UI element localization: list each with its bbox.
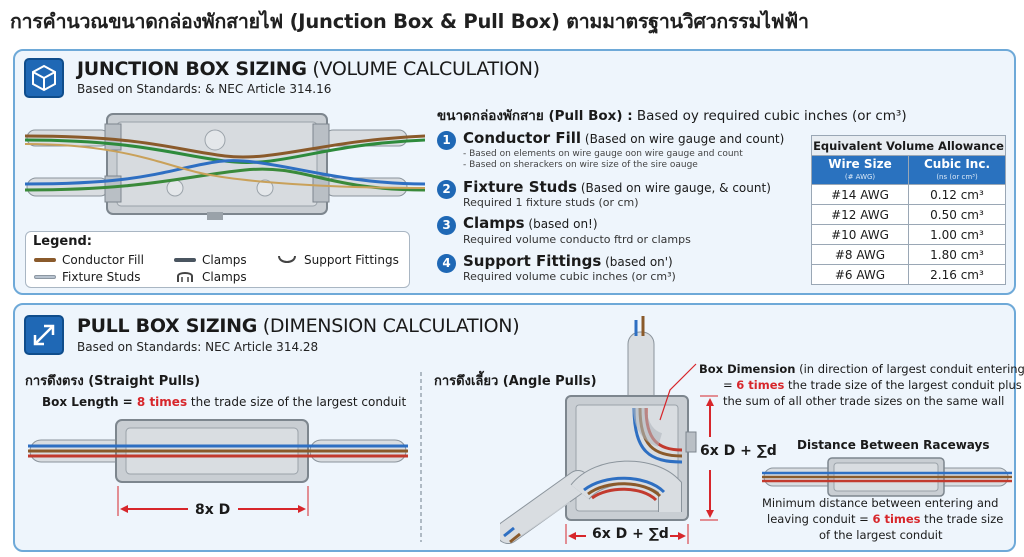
clamp-icon: [177, 272, 193, 282]
item-4-line-1: Required volume cubic inches (or cm³): [463, 270, 676, 283]
table-header-wire-size: Wire Size(# AWG): [811, 155, 909, 185]
legend-item-support-fittings: Support Fittings: [276, 253, 399, 267]
clamp-bar-swatch: [174, 258, 196, 262]
raceway-illustration: [762, 457, 1012, 497]
table-header-cubic: Cubic Inc.(ns (or cm³): [908, 155, 1006, 185]
diagonal-arrows-icon: [24, 315, 64, 355]
item-number-4: 4: [437, 254, 456, 273]
angle-pulls-title: การดึงเลี้ยว (Angle Pulls): [434, 374, 597, 389]
straight-pull-illustration: [28, 419, 408, 516]
raceway-line-1: Minimum distance between entering and: [762, 496, 999, 510]
pull-heading: PULL BOX SIZING (DIMENSION CALCULATION): [77, 315, 520, 337]
legend-item-fixture-studs: Fixture Studs: [34, 270, 140, 284]
junction-box-illustration: [25, 113, 425, 220]
straight-pulls-title: การดึงตรง (Straight Pulls): [25, 374, 201, 389]
item-number-2: 2: [437, 180, 456, 199]
volume-allowance-table: Equivalent Volume Allowance Wire Size(# …: [811, 135, 1006, 285]
pull-standards: Based on Standards: NEC Article 314.28: [77, 340, 319, 354]
junction-standards: Based on Standards: & NEC Article 314.16: [77, 82, 332, 96]
angle-dim-horizontal: 6x D + ∑d: [592, 526, 669, 542]
section-divider: [420, 372, 422, 542]
raceway-line-3: of the largest conduit: [819, 528, 943, 542]
support-fitting-icon: [278, 255, 296, 263]
stud-swatch: [34, 275, 56, 279]
item-fixture-studs: Fixture Studs (Based on wire gauge, & co…: [463, 178, 771, 196]
item-clamps: Clamps (based on!): [463, 214, 598, 232]
cube-icon: [24, 58, 64, 98]
angle-dim-vertical: 6x D + ∑d: [700, 443, 777, 459]
item-3-line-1: Required volume conducto ftrd or clamps: [463, 233, 691, 246]
item-number-1: 1: [437, 131, 456, 150]
legend-title: Legend:: [33, 234, 92, 249]
junction-heading: JUNCTION BOX SIZING (VOLUME CALCULATION): [77, 58, 540, 80]
box-dimension-line-1: Box Dimension (in direction of largest c…: [699, 362, 1024, 376]
box-dimension-line-3: the sum of all other trade sizes on the …: [723, 394, 1005, 408]
raceway-title: Distance Between Raceways: [797, 438, 990, 452]
legend-item-clamps: Clamps: [174, 253, 247, 267]
item-number-3: 3: [437, 216, 456, 235]
item-support-fittings: Support Fittings (based on'): [463, 252, 673, 270]
item-conductor-fill: Conductor Fill (Based on wire gauge and …: [463, 129, 785, 147]
straight-pulls-rule: Box Length = 8 times the trade size of t…: [42, 395, 407, 409]
legend: Legend: Conductor Fill Clamps Support Fi…: [25, 231, 410, 288]
item-1-line-1: - Based on elements on wire gauge oon wi…: [463, 149, 743, 159]
box-dimension-line-2: = 6 times the trade size of the largest …: [723, 378, 1022, 392]
table-caption: Equivalent Volume Allowance: [811, 135, 1006, 156]
straight-dim-label: 8x D: [195, 502, 231, 518]
brown-wire-swatch: [34, 258, 56, 262]
angle-pull-illustration: [500, 316, 718, 544]
pull-box-subtitle: ขนาดกล่องพักสาย (Pull Box) : Based oy re…: [437, 108, 907, 124]
page-title: การคำนวณขนาดกล่องพักสายไฟ (Junction Box …: [10, 10, 809, 33]
legend-item-clamps-2: Clamps: [174, 270, 247, 284]
item-1-line-2: - Based on sherackers on wire size of th…: [463, 160, 698, 170]
raceway-line-2: leaving conduit = 6 times the trade size: [767, 512, 1004, 526]
item-2-line-1: Required 1 fixture studs (or cm): [463, 196, 639, 209]
legend-item-conductor-fill: Conductor Fill: [34, 253, 144, 267]
